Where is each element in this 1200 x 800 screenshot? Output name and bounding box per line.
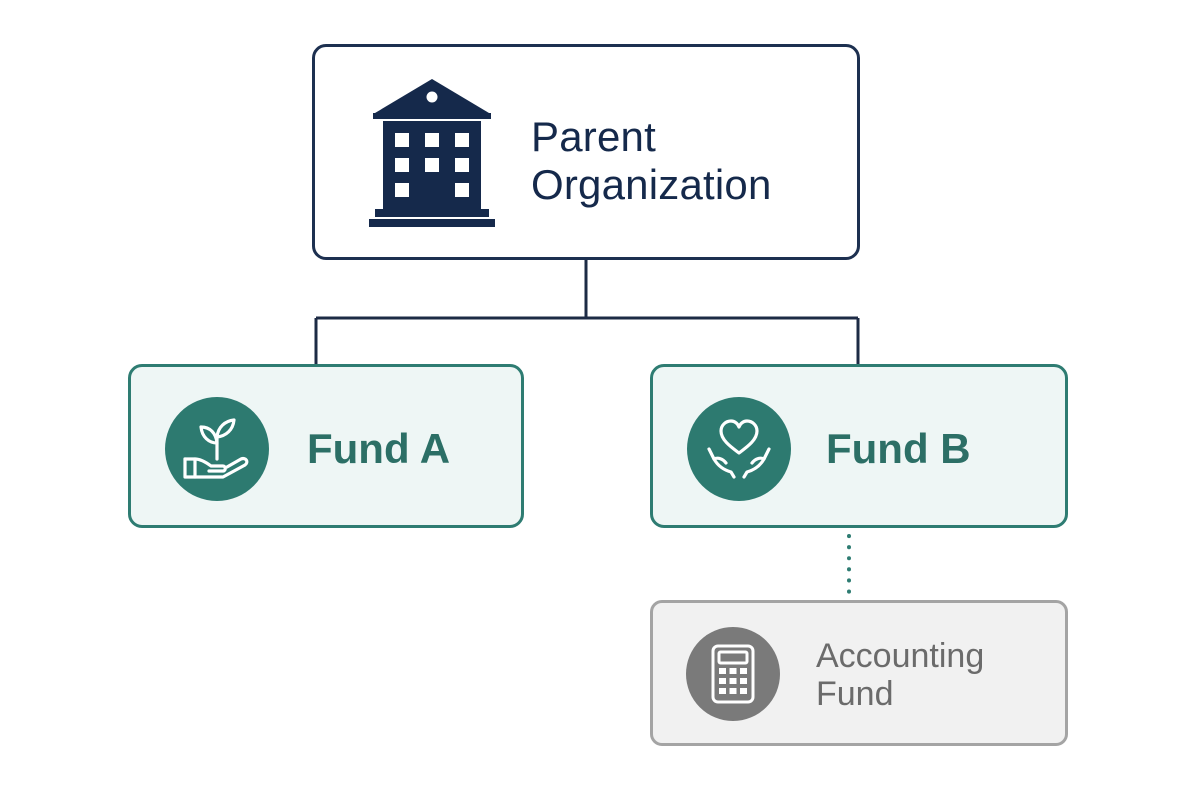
fund-b-node[interactable]: Fund B	[650, 364, 1068, 528]
plant-in-hand-icon	[165, 397, 269, 501]
hierarchy-connector	[314, 260, 860, 364]
parent-organization-node[interactable]: Parent Organization	[312, 44, 860, 260]
fund-a-node[interactable]: Fund A	[128, 364, 524, 528]
heart-in-hands-icon	[687, 397, 791, 501]
building-icon	[369, 79, 495, 227]
fund-a-label: Fund A	[307, 425, 451, 472]
parent-organization-label: Parent Organization	[531, 113, 772, 208]
fund-b-label: Fund B	[826, 425, 971, 472]
calculator-icon	[686, 627, 780, 721]
accounting-fund-label: Accounting Fund	[816, 637, 985, 713]
accounting-fund-node[interactable]: Accounting Fund	[650, 600, 1068, 746]
